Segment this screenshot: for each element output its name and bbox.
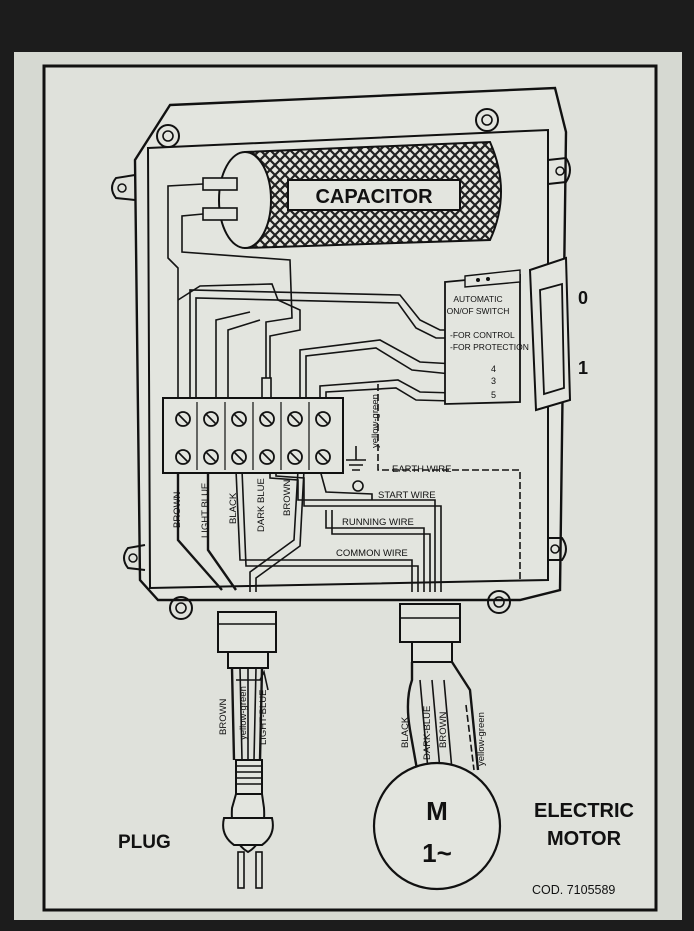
capacitor-label: CAPACITOR — [315, 186, 433, 208]
wire-label-light-blue: LIGHT BLUE — [200, 483, 211, 538]
motor-wire-yellow-green: yellow-green — [476, 712, 487, 766]
plug-cable-labels: BROWN yellow-green LIGHT-BLUE — [218, 686, 269, 745]
switch-pin-4: 4 — [491, 364, 496, 374]
ground-wire-label: yellow-green — [370, 394, 381, 448]
switch-note-control: -FOR CONTROL — [450, 330, 515, 340]
earth-wire-label: EARTH WIRE — [392, 464, 451, 475]
switch-off-label: 0 — [578, 288, 588, 308]
switch-pin-3: 3 — [491, 376, 496, 386]
electric-motor: M 1~ ELECTRIC MOTOR — [372, 761, 634, 891]
plug-cable-gland — [217, 611, 277, 761]
start-wire-label: START WIRE — [378, 490, 436, 501]
running-wire-label: RUNNING WIRE — [342, 517, 414, 528]
plug-wire-yellow-green: yellow-green — [238, 686, 249, 740]
rocker-switch: 0 1 — [528, 256, 588, 412]
motor-cable-gland — [399, 603, 480, 776]
common-wire-label: COMMON WIRE — [336, 548, 408, 559]
motor-phase: 1~ — [422, 838, 452, 868]
plug-wire-brown: BROWN — [218, 698, 229, 735]
switch-pin-5: 5 — [491, 390, 496, 400]
terminal-wire-labels: BROWN LIGHT BLUE BLACK DARK BLUE BROWN y… — [172, 394, 381, 538]
wire-label-black: BLACK — [228, 492, 239, 524]
terminal-block — [162, 397, 344, 474]
motor-wire-brown: BROWN — [438, 711, 449, 748]
switch-on-label: 1 — [578, 358, 588, 378]
motor-wire-black: BLACK — [400, 716, 411, 748]
switch-note-protection: -FOR PROTECTION — [450, 342, 529, 352]
motor-caption-line2: MOTOR — [547, 828, 622, 850]
wire-label-dark-blue: DARK BLUE — [256, 478, 267, 532]
switch-title-line2: ON/OF SWITCH — [447, 306, 510, 316]
plug: PLUG — [118, 759, 274, 889]
motor-symbol: M — [426, 796, 448, 826]
wire-label-brown-2: BROWN — [282, 479, 293, 516]
automatic-switch: AUTOMATIC ON/OF SWITCH -FOR CONTROL -FOR… — [444, 269, 529, 405]
motor-wire-dark-blue: DARK-BLUE — [422, 706, 433, 760]
named-wire-labels: EARTH WIRE START WIRE RUNNING WIRE COMMO… — [336, 464, 451, 559]
motor-cable-labels: BLACK DARK-BLUE BROWN yellow-green — [400, 706, 487, 766]
plug-caption: PLUG — [118, 832, 171, 853]
terminal-screws — [175, 411, 331, 465]
capacitor: CAPACITOR — [202, 140, 502, 250]
motor-caption-line1: ELECTRIC — [534, 800, 634, 822]
wire-label-brown-1: BROWN — [172, 491, 183, 528]
part-code: COD. 7105589 — [532, 883, 615, 897]
switch-title-line1: AUTOMATIC — [453, 294, 502, 304]
plug-wire-light-blue: LIGHT-BLUE — [258, 690, 269, 745]
